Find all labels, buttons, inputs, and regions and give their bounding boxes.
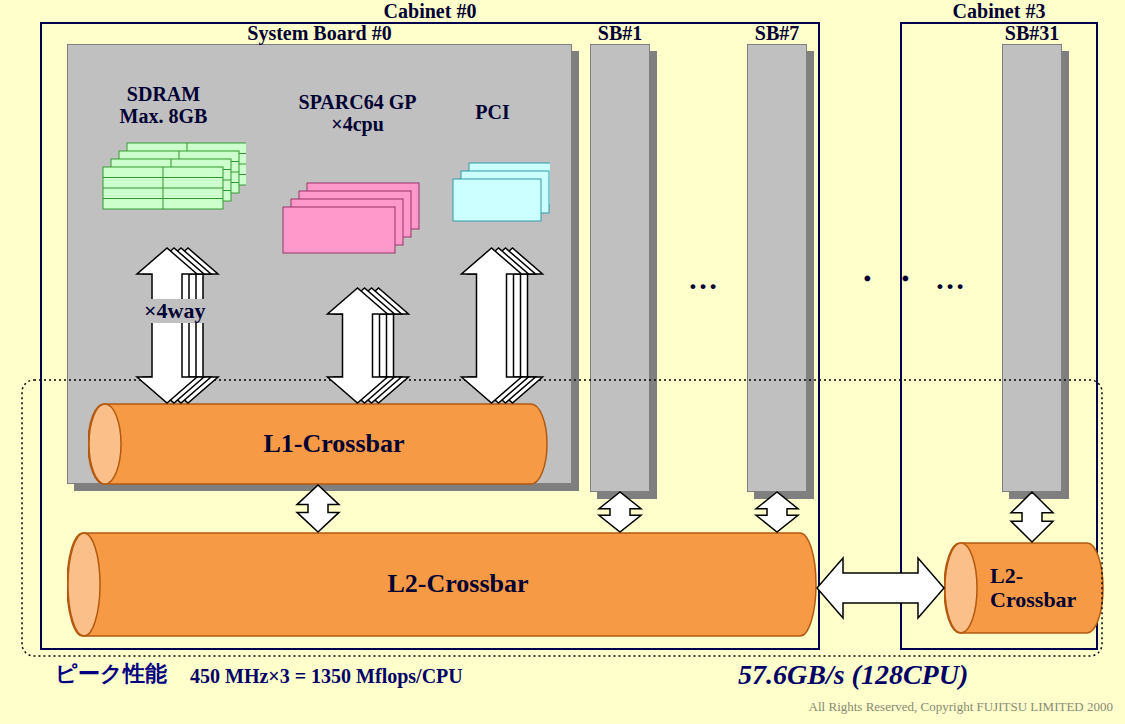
ellipsis: ・ ・ bbox=[852, 262, 920, 295]
node-label: L2- Crossbar bbox=[990, 564, 1090, 612]
spec-text: 450 MHz×3 = 1350 Mflops/CPU bbox=[190, 665, 463, 687]
watermark: All Rights Reserved, Copyright FUJITSU L… bbox=[809, 700, 1113, 714]
bus-arrow bbox=[817, 558, 944, 618]
node-label: System Board #0 bbox=[68, 22, 571, 44]
mem-card bbox=[103, 167, 223, 209]
pci-graphic bbox=[435, 101, 550, 248]
crossbar: L2- Crossbar bbox=[944, 542, 1104, 634]
mem-block: SDRAM Max. 8GB bbox=[81, 83, 246, 248]
node-label: SPARC64 GP ×4cpu bbox=[288, 91, 428, 135]
bus-arrow bbox=[1011, 492, 1053, 542]
node-label: SB#31 bbox=[1003, 22, 1061, 44]
node-label: Cabinet #3 bbox=[902, 0, 1096, 22]
bus-arrow bbox=[297, 485, 339, 532]
ellipsis: … bbox=[935, 262, 965, 295]
cylinder-end bbox=[89, 404, 121, 484]
system-board: SB#31 bbox=[1002, 44, 1062, 492]
ellipsis: … bbox=[688, 262, 718, 295]
caption-label: ピーク性能 bbox=[55, 662, 167, 686]
system-board: SB#7 bbox=[747, 44, 807, 492]
cpu-block: SPARC64 GP ×4cpu bbox=[265, 91, 450, 288]
bus-arrow bbox=[599, 492, 641, 532]
cylinder-end bbox=[945, 543, 977, 633]
system-board: SB#1 bbox=[590, 44, 650, 492]
cpu-card bbox=[283, 207, 395, 253]
cabinet-box: Cabinet #3SB#31L2- Crossbar bbox=[900, 22, 1098, 650]
cylinder-end bbox=[68, 533, 100, 636]
edge-label: ×4way bbox=[142, 299, 207, 323]
bus-arrow bbox=[756, 492, 798, 532]
bandwidth-text: 57.6GB/s (128CPU) bbox=[738, 660, 968, 691]
cylinder-body bbox=[88, 404, 547, 484]
node-label: SDRAM Max. 8GB bbox=[104, 83, 224, 127]
node-label: SB#7 bbox=[748, 22, 806, 44]
pci-card bbox=[453, 179, 541, 221]
cylinder-body bbox=[67, 533, 816, 636]
node-label: Cabinet #0 bbox=[42, 0, 818, 22]
crossbar: L1-Crossbar bbox=[88, 403, 548, 485]
node-label: L1-Crossbar bbox=[263, 430, 404, 459]
cylinder-body bbox=[944, 543, 1103, 633]
node-label: L2-Crossbar bbox=[387, 570, 528, 599]
chip-column bbox=[163, 167, 164, 209]
pci-block: PCI bbox=[435, 101, 550, 248]
crossbar: L2-Crossbar bbox=[67, 532, 817, 637]
node-label: SB#1 bbox=[591, 22, 649, 44]
node-label: PCI bbox=[475, 101, 509, 123]
